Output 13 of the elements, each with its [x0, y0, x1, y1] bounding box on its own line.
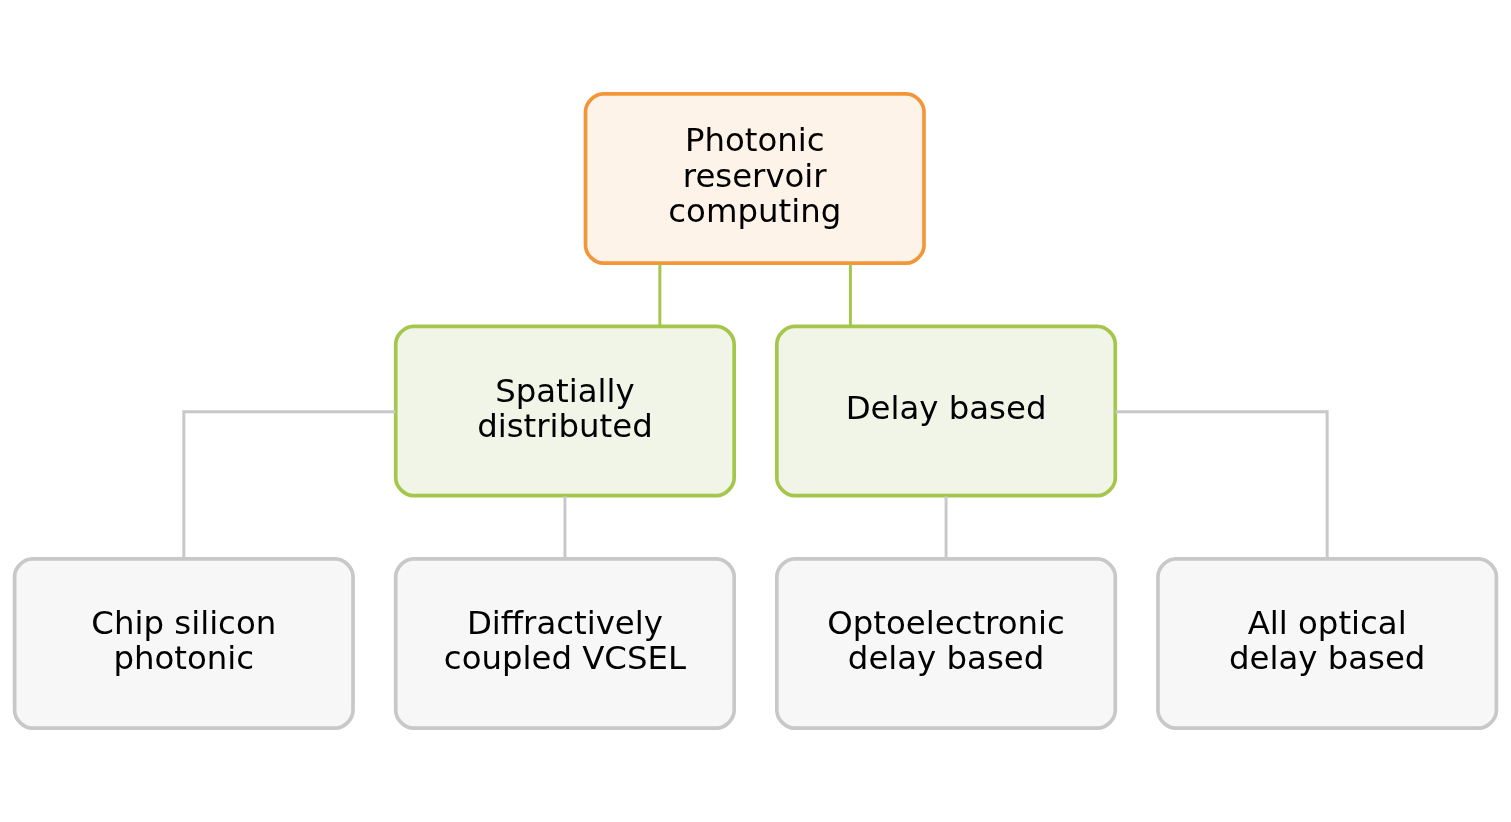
connector [658, 263, 662, 327]
connector [563, 496, 567, 559]
node-box: Chip silicon photonic [12, 557, 355, 730]
node-box: Photonic reservoir computing [583, 92, 926, 265]
connector [944, 496, 948, 559]
connector [182, 410, 396, 559]
connector [848, 263, 852, 327]
node-box: Diffractively coupled VCSEL [393, 557, 736, 730]
node-box: Spatially distributed [393, 324, 736, 498]
node-box: All optical delay based [1156, 557, 1499, 730]
node-box: Optoelectronic delay based [775, 557, 1118, 730]
connector [1115, 410, 1329, 559]
node-box: Delay based [775, 324, 1118, 498]
